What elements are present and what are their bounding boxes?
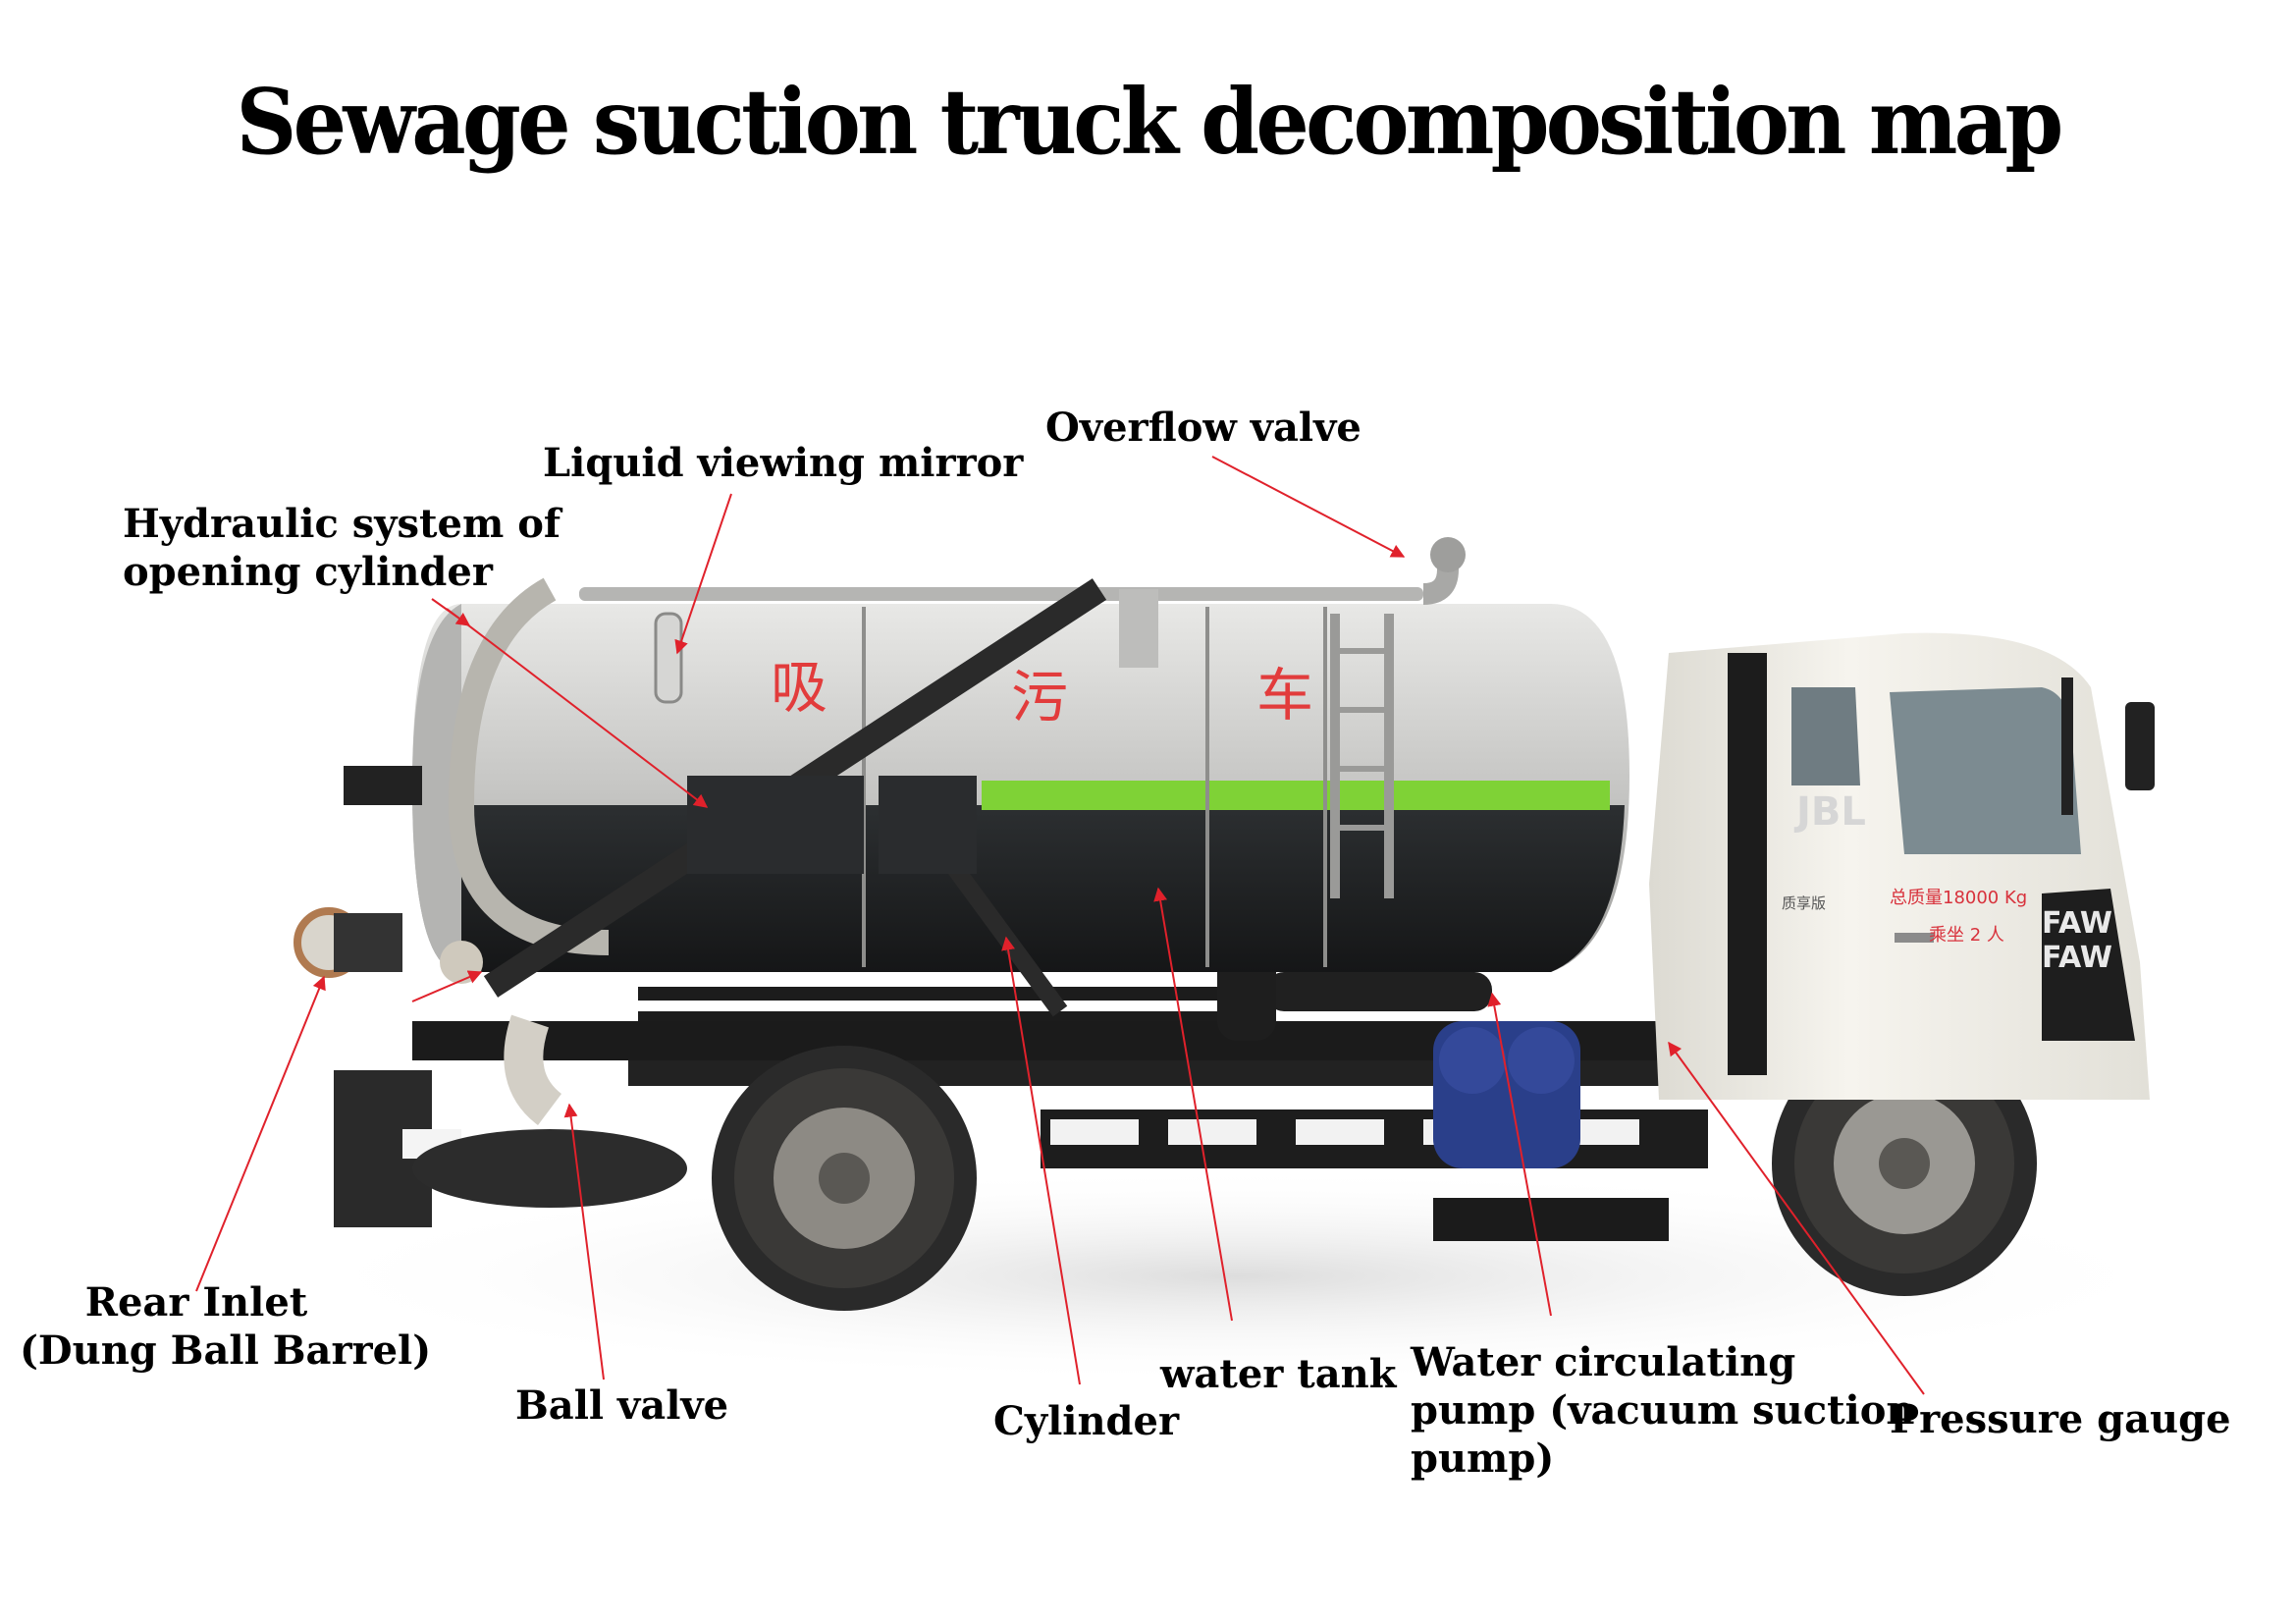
label-cylinder: Cylinder [993, 1398, 1180, 1444]
spare-tire [412, 1129, 687, 1208]
cab-seats-text: 乘坐 2 人 [1929, 925, 2004, 946]
arrow-cylinder [1001, 936, 1081, 1385]
label-overflow-valve: Overflow valve [1045, 405, 1362, 451]
arrow-water-tank [1153, 887, 1233, 1322]
label-water-pump-line2: pump (vacuum suction [1411, 1386, 1915, 1434]
cab-logo: JBL [1793, 789, 1866, 835]
cab-brand-top: FAW [2042, 906, 2112, 941]
arrow-rear-inlet-a [195, 975, 326, 1292]
label-rear-inlet-line1: Rear Inlet [84, 1279, 308, 1326]
rear-wheel [712, 1046, 977, 1311]
arrow-hydraulic-system-b [446, 608, 709, 808]
arrow-water-pump [1487, 992, 1552, 1317]
label-rear-inlet-line2: (Dung Ball Barrel) [20, 1326, 432, 1374]
tank-character-3: 车 [1256, 662, 1313, 729]
tank-character-1: 吸 [771, 654, 828, 721]
cab-badge-text: 质享版 [1782, 894, 1826, 912]
rear-inlet [294, 907, 562, 1125]
callout-arrows [195, 456, 1925, 1395]
label-hydraulic-system: Hydraulic system of opening cylinder [123, 501, 561, 597]
cab-load-text: 总质量18000 Kg [1890, 888, 2027, 908]
tank-character-2: 污 [1011, 664, 1068, 731]
label-water-tank: water tank [1160, 1351, 1397, 1397]
side-railing [638, 987, 1217, 1021]
arrow-liquid-viewing-mirror [674, 493, 732, 655]
label-pressure-gauge: Pressure gauge [1890, 1396, 2231, 1442]
label-ball-valve: Ball valve [515, 1382, 729, 1429]
arrow-overflow-valve [1211, 456, 1406, 558]
label-hydraulic-system-line1: Hydraulic system of [123, 501, 561, 547]
label-water-pump-line3: pump) [1411, 1435, 1555, 1482]
arrow-ball-valve [563, 1103, 605, 1380]
cab [1649, 632, 2155, 1100]
label-water-pump-line1: Water circulating [1411, 1339, 1796, 1385]
label-hydraulic-system-line2: opening cylinder [123, 548, 493, 595]
arrow-rear-inlet-b [411, 970, 483, 1002]
label-liquid-viewing-mirror: Liquid viewing mirror [543, 440, 1024, 486]
cab-brand-bottom: FAW [2042, 941, 2112, 975]
arrow-pressure-gauge [1668, 1041, 1925, 1395]
top-pipe [448, 537, 1466, 1017]
label-water-circulating-pump: Water circulating pump (vacuum suction p… [1411, 1339, 1915, 1483]
page-title: Sewage suction truck decomposition map [236, 69, 2064, 175]
label-rear-inlet: Rear Inlet (Dung Ball Barrel) [20, 1279, 432, 1376]
